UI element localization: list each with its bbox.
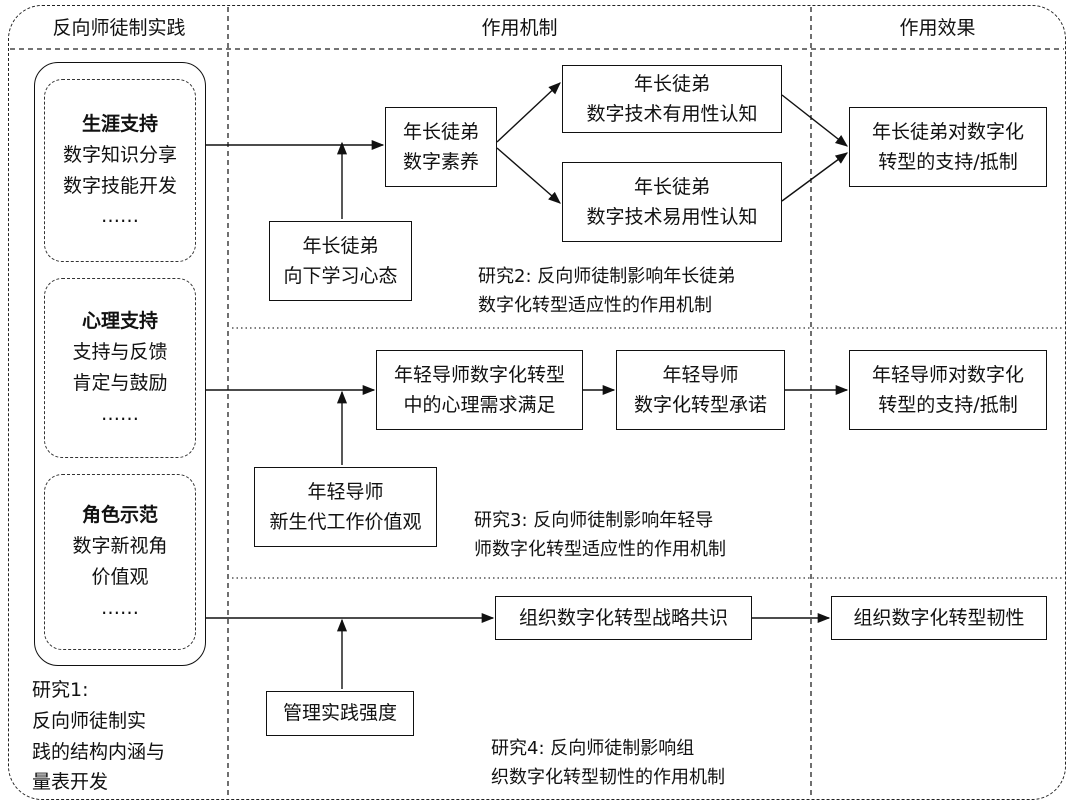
group-career-support: 生涯支持 数字知识分享 数字技能开发 …… (44, 79, 196, 262)
box-line: 年长徒弟对数字化 (871, 120, 1024, 143)
study4-label: 研究4: 反向师徒制影响组 织数字化转型韧性的作用机制 (491, 734, 725, 792)
group-item: 支持与反馈 (72, 341, 168, 364)
box-line: 中的心理需求满足 (403, 394, 556, 416)
study1-line: 量表开发 (32, 771, 109, 794)
study-line: 研究2: 反向师徒制影响年长徒弟 (478, 266, 736, 287)
box-line: 转型的支持/抵制 (878, 394, 1018, 416)
box-line: 年长徒弟 (633, 175, 710, 198)
study1-line: 研究1: (32, 679, 89, 701)
study1-line: 反向师徒制实 (32, 709, 147, 732)
study1-line: 践的结构内涵与 (32, 740, 166, 763)
diagram-frame (8, 5, 1066, 800)
header-mechanism: 作用机制 (481, 17, 558, 39)
group-psychological-support: 心理支持 支持与反馈 肯定与鼓励 …… (44, 278, 196, 458)
group-item: 数字知识分享 (62, 143, 177, 166)
box-line: 转型的支持/抵制 (878, 151, 1018, 173)
study-line: 数字化转型适应性的作用机制 (478, 295, 712, 317)
box-line: 年长徒弟 (633, 72, 710, 95)
group-item: 数字技能开发 (62, 174, 177, 197)
group-role-modeling: 角色示范 数字新视角 价值观 …… (44, 474, 196, 650)
box-line: 年轻导师对数字化 (871, 363, 1024, 386)
box-line: 数字技术有用性认知 (586, 103, 758, 125)
study-line: 师数字化转型适应性的作用机制 (474, 539, 726, 561)
box-young-outcome: 年轻导师对数字化 转型的支持/抵制 (849, 350, 1047, 430)
group-item: …… (101, 205, 139, 228)
box-line: 年长徒弟 (302, 234, 379, 257)
header-effect: 作用效果 (899, 17, 976, 39)
group-item: 价值观 (91, 566, 149, 588)
study2-label: 研究2: 反向师徒制影响年长徒弟 数字化转型适应性的作用机制 (478, 262, 735, 320)
study1-label: 研究1: 反向师徒制实 践的结构内涵与 量表开发 (32, 675, 165, 798)
box-young-values: 年轻导师 新生代工作价值观 (254, 467, 437, 547)
box-line: 组织数字化转型韧性 (853, 606, 1025, 629)
group-title: 心理支持 (81, 310, 158, 333)
box-line: 数字素养 (402, 151, 479, 173)
arrow-ease-to-outcome (781, 152, 849, 202)
box-elder-ease: 年长徒弟 数字技术易用性认知 (562, 162, 782, 242)
box-line: 新生代工作价值观 (269, 511, 422, 533)
box-line: 数字技术易用性认知 (586, 206, 758, 228)
box-org-consensus: 组织数字化转型战略共识 (495, 596, 752, 640)
group-title: 角色示范 (81, 504, 158, 527)
practice-container (34, 62, 206, 666)
box-elder-outcome: 年长徒弟对数字化 转型的支持/抵制 (849, 107, 1047, 187)
study-line: 研究4: 反向师徒制影响组 (491, 738, 695, 759)
box-line: 向下学习心态 (283, 265, 398, 287)
box-elder-usefulness: 年长徒弟 数字技术有用性认知 (562, 65, 782, 133)
box-line: 组织数字化转型战略共识 (518, 606, 728, 629)
group-item: 数字新视角 (72, 535, 168, 558)
group-title: 生涯支持 (81, 112, 158, 135)
study3-label: 研究3: 反向师徒制影响年轻导 师数字化转型适应性的作用机制 (474, 506, 726, 564)
group-item: …… (101, 402, 139, 425)
study-line: 研究3: 反向师徒制影响年轻导 (474, 510, 714, 531)
study-line: 织数字化转型韧性的作用机制 (491, 767, 725, 789)
arrow-literacy-to-ease (496, 147, 561, 204)
arrow-literacy-to-usefulness (496, 82, 561, 143)
header-practice: 反向师徒制实践 (52, 17, 186, 39)
box-young-needs: 年轻导师数字化转型 中的心理需求满足 (376, 350, 583, 430)
box-line: 年轻导师 (662, 363, 739, 386)
box-org-outcome: 组织数字化转型韧性 (831, 596, 1047, 640)
box-line: 管理实践强度 (282, 702, 397, 725)
box-elder-mindset: 年长徒弟 向下学习心态 (269, 221, 412, 301)
group-item: 肯定与鼓励 (72, 372, 168, 394)
box-line: 年轻导师数字化转型 (393, 363, 565, 386)
group-item: …… (101, 596, 139, 619)
box-elder-literacy: 年长徒弟 数字素养 (385, 107, 497, 187)
box-org-intensity: 管理实践强度 (266, 691, 414, 736)
box-young-commitment: 年轻导师 数字化转型承诺 (616, 350, 785, 430)
box-line: 数字化转型承诺 (633, 394, 767, 416)
arrow-usefulness-to-outcome (781, 94, 848, 147)
box-line: 年长徒弟 (402, 120, 479, 143)
box-line: 年轻导师 (307, 480, 384, 503)
